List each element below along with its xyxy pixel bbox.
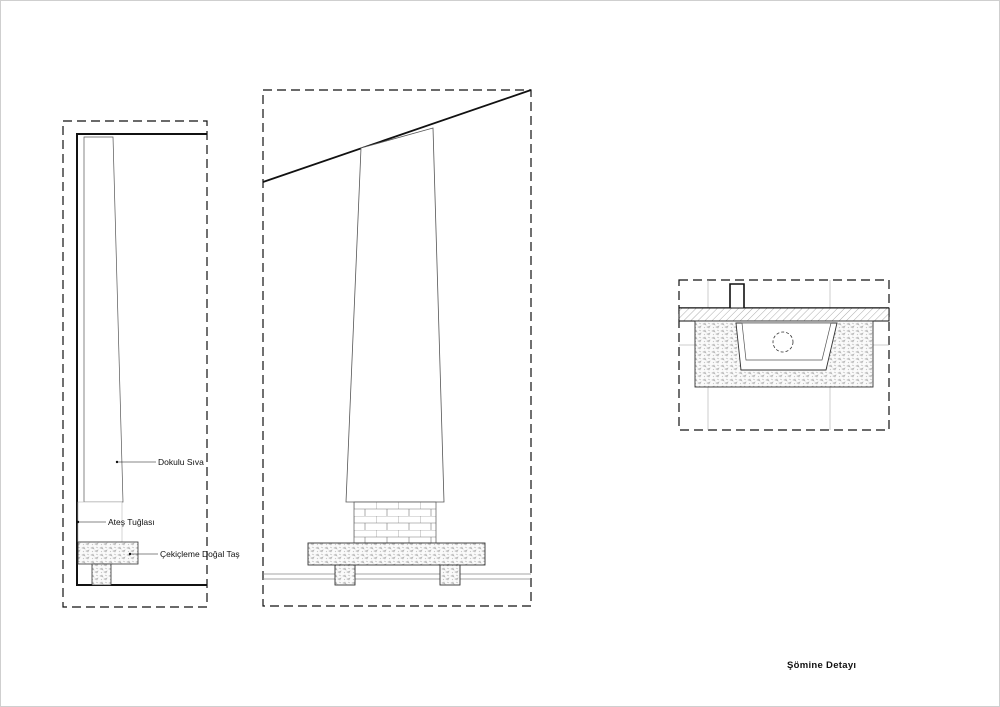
section-detail: Dokulu Sıva Ateş Tuğlası Çekiçleme Doğal… (62, 120, 240, 608)
drawing-title: Şömine Detayı (787, 660, 856, 671)
label-stone-text: Çekiçleme Doğal Taş (160, 549, 240, 559)
label-stone: Çekiçleme Doğal Taş (128, 549, 240, 559)
plan-detail (678, 279, 890, 431)
label-fire-brick-text: Ateş Tuğlası (108, 517, 155, 527)
elevation-detail (262, 89, 532, 607)
label-fire-brick: Ateş Tuğlası (76, 517, 155, 527)
label-plaster: Dokulu Sıva (115, 457, 204, 467)
label-plaster-text: Dokulu Sıva (158, 457, 204, 467)
